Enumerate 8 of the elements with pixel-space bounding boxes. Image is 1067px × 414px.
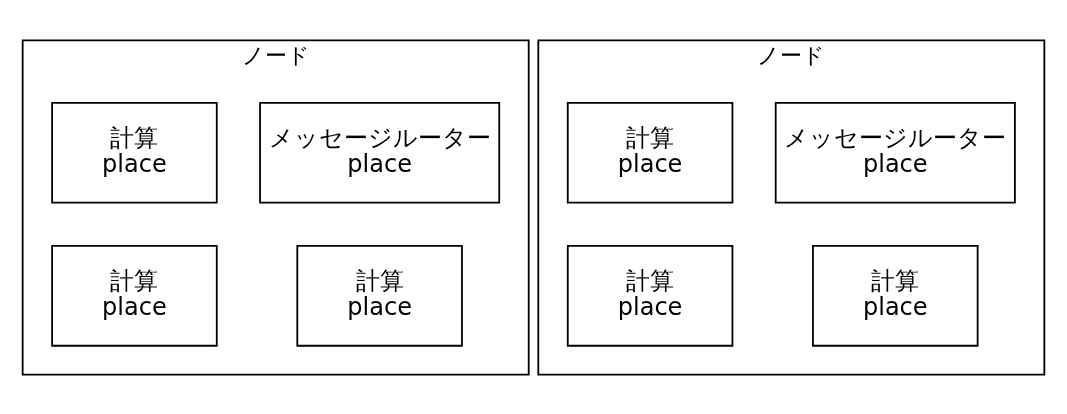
- node-box: 計算 place: [566, 244, 734, 347]
- node-box: 計算 place: [296, 244, 463, 347]
- node-box: メッセージルーター place: [774, 101, 1016, 204]
- node-box: 計算 place: [566, 101, 734, 204]
- node-box: 計算 place: [812, 244, 979, 347]
- node-box: 計算 place: [51, 101, 218, 204]
- node-box: メッセージルーター place: [259, 101, 501, 204]
- node-box: 計算 place: [51, 244, 218, 347]
